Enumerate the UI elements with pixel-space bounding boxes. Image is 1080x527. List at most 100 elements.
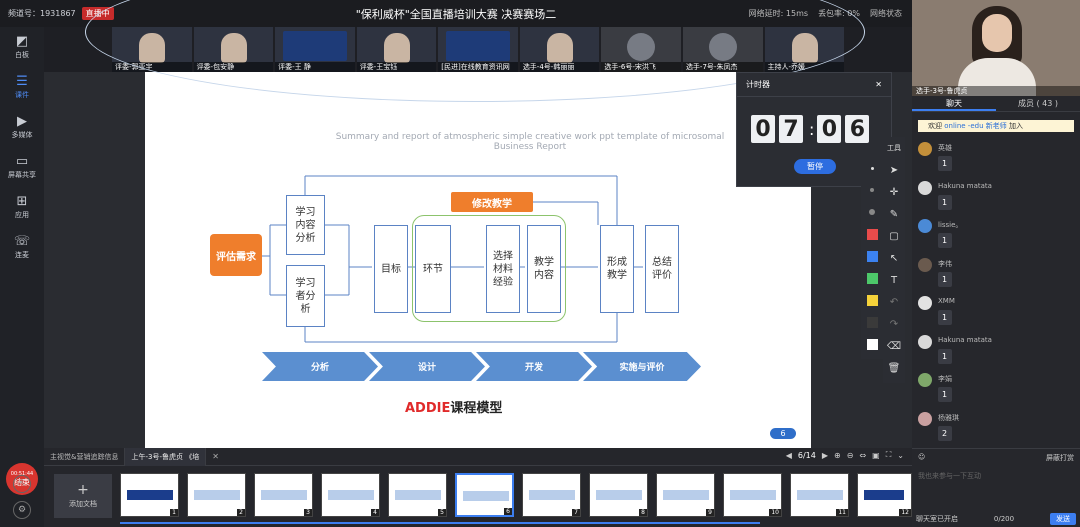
color-swatch-black[interactable] <box>861 311 883 333</box>
thumb-preview <box>328 490 374 500</box>
goal-box: 目标 <box>374 225 408 313</box>
phone-icon: ☏ <box>13 233 31 249</box>
timer-title: 计时器 <box>746 80 770 89</box>
form-teaching-box: 形成教学 <box>600 225 634 313</box>
model-caption-text: 课程模型 <box>450 401 503 416</box>
pen-settings-palette <box>861 157 883 359</box>
tab-members[interactable]: 成员 ( 43 ) <box>1017 99 1059 108</box>
slide-thumbnail-selected[interactable]: 6 <box>455 473 514 517</box>
network-status-button[interactable]: 网络状态 <box>870 9 902 18</box>
laser-pointer-icon[interactable]: ✛ <box>889 186 899 198</box>
close-icon[interactable]: ✕ <box>212 452 219 461</box>
flow-connectors <box>256 175 643 343</box>
sidebar-item-label: 屏幕共享 <box>8 170 36 179</box>
color-swatch-white[interactable] <box>861 333 883 355</box>
phase-implement-evaluate: 实施与评价 <box>583 352 701 381</box>
fit-page-icon[interactable]: ▣ <box>872 450 880 460</box>
thumb-preview <box>596 490 642 500</box>
thumb-number: 12 <box>899 509 911 516</box>
rectangle-icon[interactable]: ▢ <box>889 230 899 242</box>
sidebar-item-whiteboard[interactable]: ◩ 白板 <box>0 27 44 67</box>
next-page-icon[interactable]: ▶ <box>821 450 829 460</box>
arrow-icon[interactable]: ↖ <box>889 252 899 264</box>
page-indicator: 6/14 <box>797 450 816 460</box>
thumb-number: 9 <box>706 509 714 516</box>
pen-size-large[interactable] <box>861 201 883 223</box>
user-avatar <box>918 296 932 310</box>
chat-bubble: 1 <box>938 233 952 248</box>
undo-icon[interactable]: ↶ <box>889 296 899 308</box>
slide-thumbnail[interactable]: 8 <box>589 473 648 517</box>
color-swatch-blue[interactable] <box>861 245 883 267</box>
slide-thumbnail[interactable]: 2 <box>187 473 246 517</box>
doc-tab[interactable]: 主视觉&营销追踪信息 <box>44 447 126 466</box>
collapse-icon[interactable]: ⌄ <box>897 450 904 460</box>
phase-analysis: 分析 <box>262 352 378 381</box>
pen-size-small[interactable] <box>861 157 883 179</box>
plus-icon: + <box>77 482 89 498</box>
pen-icon[interactable]: ✎ <box>889 208 899 220</box>
sidebar-item-apps[interactable]: ⊞ 应用 <box>0 187 44 227</box>
close-icon[interactable]: ✕ <box>875 80 882 89</box>
elapsed-time: 00:51:44 <box>10 470 34 477</box>
learn-content-box: 学习内容分析 <box>286 195 325 255</box>
chat-room-toggle[interactable]: 聊天室已开启 <box>916 515 958 523</box>
tab-chat[interactable]: 聊天 <box>912 96 996 111</box>
fit-width-icon[interactable]: ⇔ <box>859 450 867 460</box>
fullscreen-icon[interactable]: ⛶ <box>885 450 892 459</box>
add-document-button[interactable]: + 添加文档 <box>54 474 112 518</box>
presenter-body <box>958 58 1036 96</box>
media-icon: ▶ <box>17 113 27 129</box>
redo-icon[interactable]: ↷ <box>889 318 899 330</box>
self-camera[interactable]: 选手-3号-鲁虎贞 <box>912 0 1080 96</box>
thumbnail-scrollbar[interactable] <box>120 522 760 524</box>
color-swatch-green[interactable] <box>861 267 883 289</box>
thumb-preview <box>127 490 173 500</box>
trash-icon[interactable]: 🗑 <box>887 362 901 374</box>
sidebar-item-mic[interactable]: ☏ 连麦 <box>0 227 44 267</box>
color-swatch-red[interactable] <box>861 223 883 245</box>
color-swatch-yellow[interactable] <box>861 289 883 311</box>
apps-icon: ⊞ <box>16 193 28 209</box>
model-caption-red: ADDIE <box>405 401 451 416</box>
sidebar-item-screen-share[interactable]: ▭ 屏幕共享 <box>0 147 44 187</box>
notice-name: online -edu 新老师 <box>944 122 1007 130</box>
pause-button[interactable]: 暂停 <box>794 159 836 174</box>
slide-thumbnail[interactable]: 1 <box>120 473 179 517</box>
chat-username: XMM <box>938 297 955 305</box>
doc-tab-active[interactable]: 上午-3号-鲁虎贞 《培 <box>125 447 207 466</box>
slide-thumbnail[interactable]: 4 <box>321 473 380 517</box>
slide-thumbnail[interactable]: 10 <box>723 473 782 517</box>
eraser-icon[interactable]: ⌫ <box>886 340 902 352</box>
text-icon[interactable]: T <box>890 274 898 286</box>
mute-rewards-checkbox[interactable]: 屏蔽打赏 <box>1046 454 1074 462</box>
zoom-in-icon[interactable]: ⊕ <box>834 450 841 460</box>
emoji-icon[interactable]: ☺ <box>918 453 926 461</box>
slide-thumbnail[interactable]: 5 <box>388 473 447 517</box>
design-group-outline <box>412 215 566 322</box>
slide-thumbnail[interactable]: 9 <box>656 473 715 517</box>
slide-thumbnail[interactable]: 12 <box>857 473 912 517</box>
zoom-out-icon[interactable]: ⊖ <box>846 450 854 460</box>
sidebar-item-label: 白板 <box>15 50 29 59</box>
send-button[interactable]: 发送 <box>1050 513 1076 525</box>
slide-canvas[interactable]: Summary and report of atmospheric simple… <box>85 0 865 448</box>
pointer-icon[interactable]: ➤ <box>889 164 899 176</box>
popout-icon[interactable]: ⇱ <box>13 475 31 493</box>
slide-thumbnail[interactable]: 11 <box>790 473 849 517</box>
slide-thumbnail[interactable]: 3 <box>254 473 313 517</box>
chat-input[interactable]: 我也来参与一下互动 <box>918 472 981 480</box>
tools-label: 工具 <box>887 144 901 152</box>
settings-gear-icon[interactable]: ⚙ <box>13 501 31 519</box>
phase-development: 开发 <box>476 352 592 381</box>
thumb-preview <box>261 490 307 500</box>
prev-page-icon[interactable]: ◀ <box>785 450 792 460</box>
sidebar-item-media[interactable]: ▶ 多媒体 <box>0 107 44 147</box>
pen-size-medium[interactable] <box>861 179 883 201</box>
sidebar-item-courseware[interactable]: ☰ 课件 <box>0 67 44 107</box>
slide-thumbnail[interactable]: 7 <box>522 473 581 517</box>
thumb-preview <box>730 490 776 500</box>
right-panel: 选手-3号-鲁虎贞 聊天 成员 ( 43 ) 欢迎 online -edu 新老… <box>912 0 1080 527</box>
